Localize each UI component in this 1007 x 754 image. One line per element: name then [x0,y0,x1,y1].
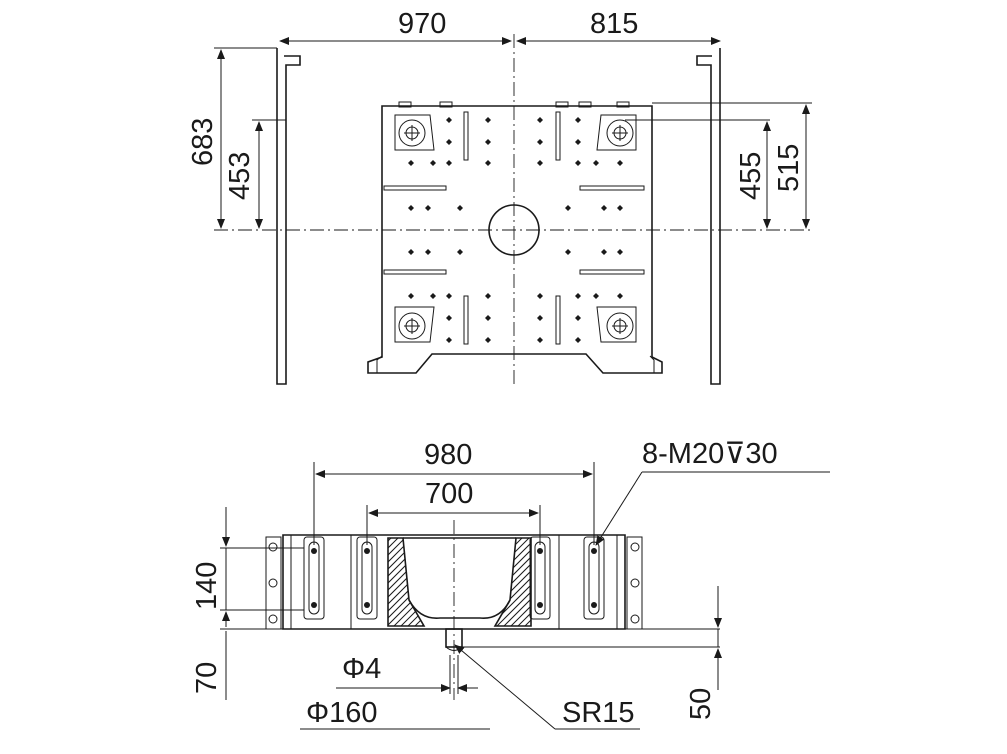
bolt-hole-mark [425,249,431,255]
dim-815: 815 [590,8,638,40]
bolt-hole-mark [408,249,414,255]
bolt-hole-mark [537,315,543,321]
bolt-hole-mark [485,139,491,145]
bolt-hole-mark [617,249,623,255]
bolt-hole-mark [593,293,599,299]
dim-455: 455 [735,152,767,200]
t-slots [383,111,645,345]
bolt-hole-mark [575,315,581,321]
dim-453: 453 [224,152,256,200]
dim-sr15: SR15 [562,697,635,729]
dim-970: 970 [398,8,446,40]
bolt-hole-mark [446,293,452,299]
bolt-hole-mark [408,160,414,166]
bolt-hole-mark [446,337,452,343]
bolt-hole-mark [575,293,581,299]
bolt-hole-mark [537,139,543,145]
bolt-hole-mark [485,293,491,299]
right-tie-bar [696,48,721,385]
bolt-hole-mark [617,160,623,166]
bolt-hole-mark [537,117,543,123]
bolt-hole-mark [446,160,452,166]
bolt-hole-mark [485,337,491,343]
bolt-hole-mark [565,249,571,255]
bolt-hole-mark [537,337,543,343]
bolt-hole-mark [617,205,623,211]
section-view: 980 700 140 70 Φ4 Φ160 SR15 50 8-M20⊽30 [191,438,830,730]
bolt-hole-mark [575,139,581,145]
bolt-hole-mark [593,160,599,166]
bolt-hole-mark [617,293,623,299]
bolt-hole-mark [601,205,607,211]
bolt-hole-mark [457,205,463,211]
bolt-hole-mark [446,139,452,145]
dim-50: 50 [685,688,717,720]
bolt-hole-mark [485,315,491,321]
bolt-hole-mark [446,315,452,321]
bolt-hole-mark [430,160,436,166]
bolt-hole-mark [485,117,491,123]
dim-980: 980 [424,439,472,471]
bolt-hole-mark [408,293,414,299]
bolt-hole-mark [425,205,431,211]
bolt-hole-mark [408,205,414,211]
bolt-hole-mark [575,337,581,343]
bolt-hole-pattern [408,117,623,343]
dim-phi160: Φ160 [306,697,378,729]
bolt-hole-mark [430,293,436,299]
dim-phi4: Φ4 [342,653,381,685]
top-view: 970 815 683 453 455 515 [187,8,812,385]
bolt-hole-mark [446,117,452,123]
dim-140: 140 [191,562,223,610]
bolt-hole-mark [601,249,607,255]
left-tie-bar [276,48,301,385]
bolt-hole-mark [565,205,571,211]
bolt-hole-mark [485,160,491,166]
dim-683: 683 [187,118,219,166]
bolt-hole-mark [575,160,581,166]
dim-70: 70 [191,662,223,694]
hatched-section-left [388,538,424,626]
corner-clamps [394,114,637,343]
bolt-hole-mark [537,293,543,299]
inner-bore [403,537,516,619]
bolt-hole-mark [575,117,581,123]
dim-515: 515 [773,144,805,192]
platen-outline [367,105,663,374]
bolt-hole-mark [457,249,463,255]
dim-700: 700 [425,478,473,510]
bolt-hole-mark [537,160,543,166]
thread-callout: 8-M20⊽30 [642,438,778,470]
